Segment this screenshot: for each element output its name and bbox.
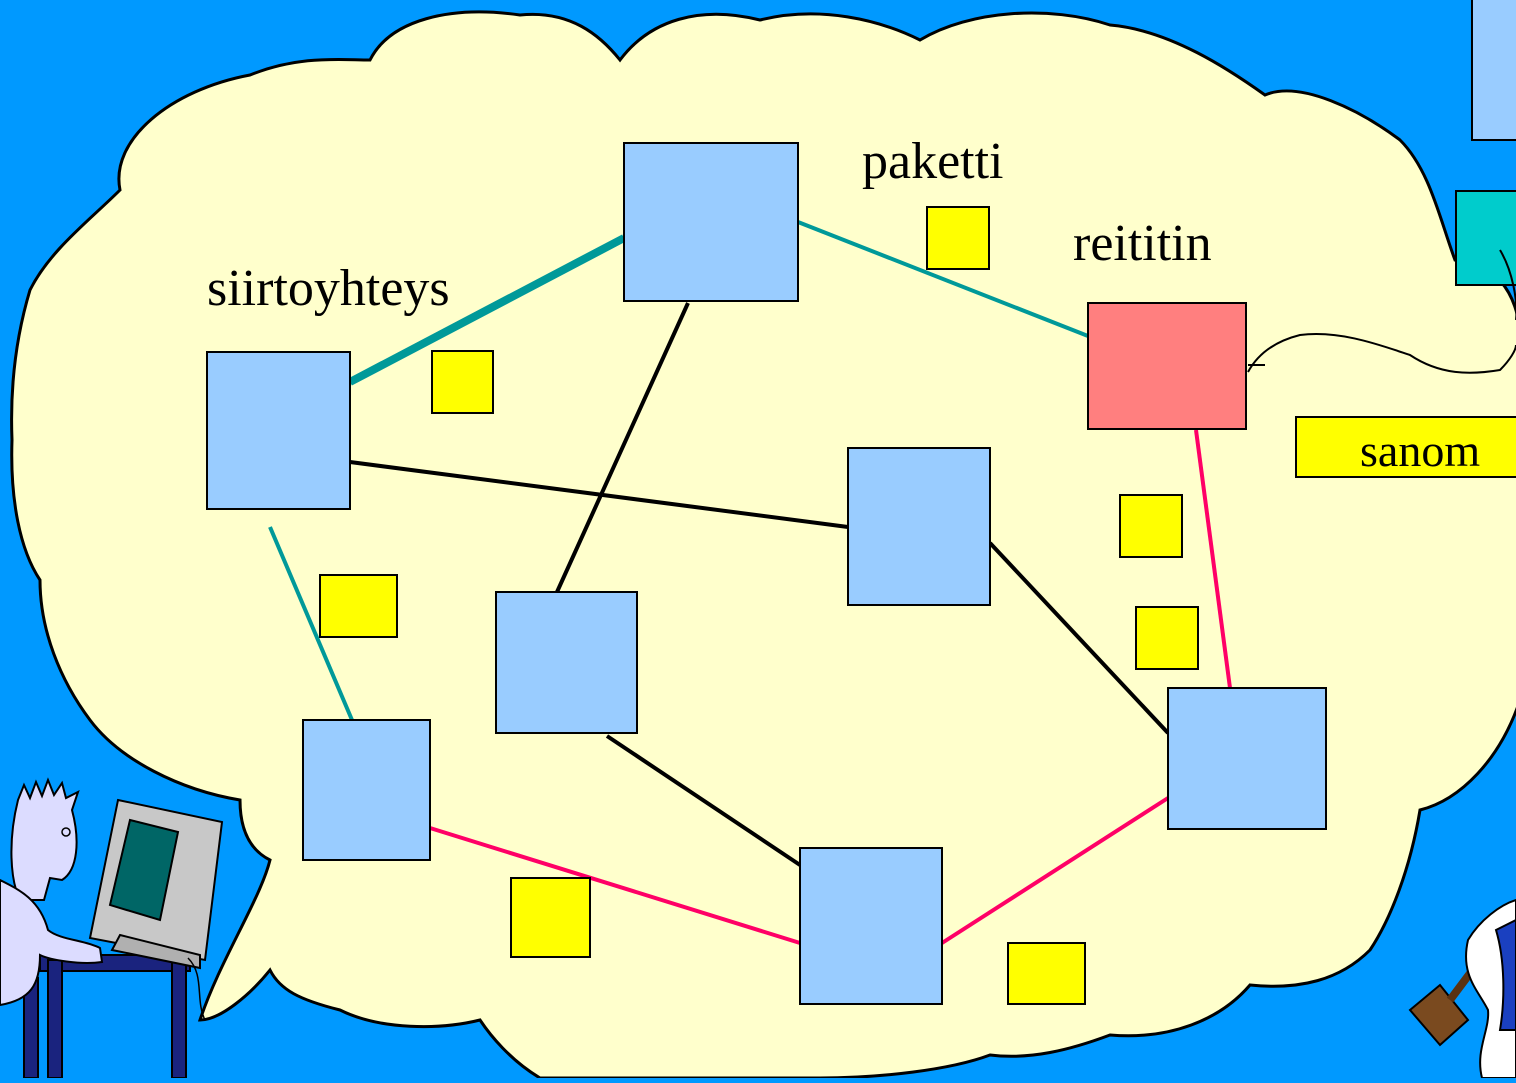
link-black-2 <box>555 302 690 593</box>
link-red-2 <box>429 826 801 945</box>
node-mid-left <box>495 591 638 734</box>
nodes <box>206 0 1516 1005</box>
user-at-computer-icon <box>0 777 224 1079</box>
teal-node-connector <box>1499 249 1516 320</box>
router-node <box>1087 302 1247 430</box>
router-label: reititin <box>1073 215 1212 272</box>
packet <box>926 206 990 270</box>
packet <box>1135 606 1199 670</box>
node-far-top-right <box>1471 0 1516 141</box>
packet <box>510 877 591 958</box>
message-box <box>1295 416 1516 478</box>
link-teal-left <box>268 526 354 721</box>
link-red-1 <box>1194 429 1232 689</box>
link-black-3 <box>988 541 1170 735</box>
link-thick-teal <box>348 234 626 386</box>
node-right <box>1167 687 1327 830</box>
packet <box>1119 494 1183 558</box>
packets <box>319 206 1199 1005</box>
node-center <box>847 447 991 606</box>
node-far-right-teal <box>1455 190 1516 286</box>
link-label: siirtoyhteys <box>207 260 450 317</box>
node-bottom <box>799 847 943 1005</box>
node-top <box>623 142 799 302</box>
packet <box>319 574 398 638</box>
link-teal-top <box>797 220 1089 338</box>
packet-label: paketti <box>862 133 1004 190</box>
link-black-4 <box>605 734 802 867</box>
secondary-cloud-edge <box>1247 333 1516 374</box>
node-left <box>206 351 351 510</box>
links <box>268 220 1232 945</box>
packet <box>431 350 494 414</box>
node-bottom-left <box>302 719 431 861</box>
link-red-3 <box>940 796 1170 945</box>
figure-with-hammer-icon <box>1408 898 1516 1079</box>
message-label: sanom <box>1360 425 1480 476</box>
packet <box>1007 942 1086 1005</box>
